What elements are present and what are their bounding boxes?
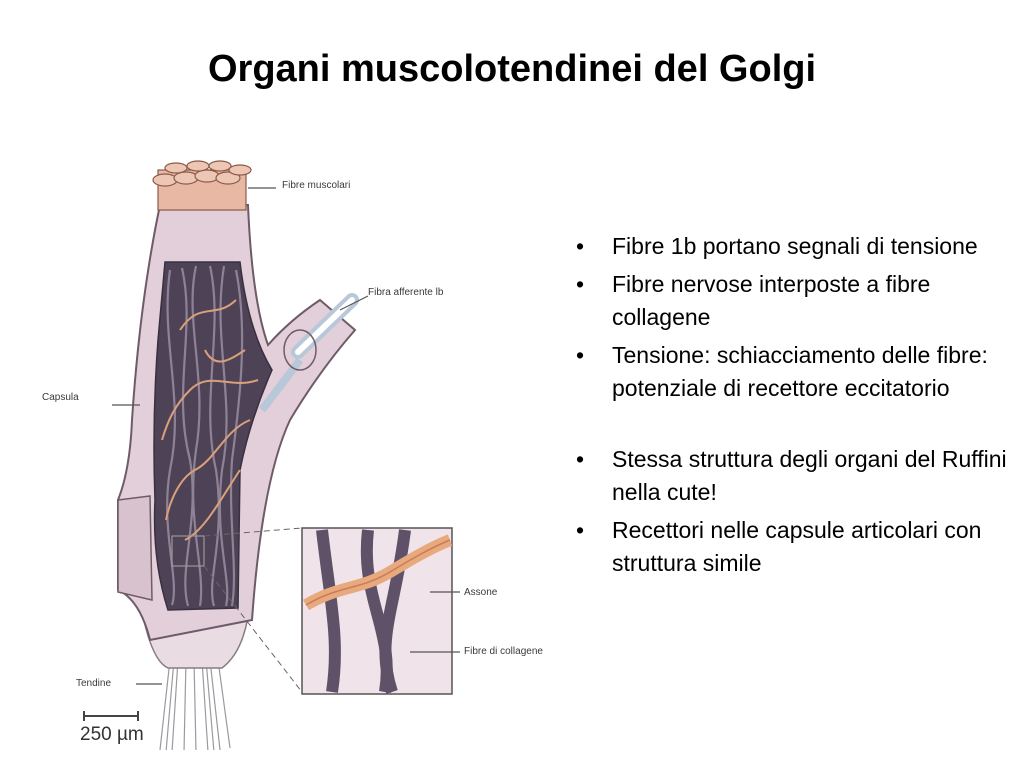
tendon-fibers — [159, 659, 231, 750]
label-afferent-fiber: Fibra afferente lb — [368, 287, 444, 298]
golgi-tendon-organ-diagram — [83, 160, 460, 750]
label-capsule: Capsula — [42, 392, 79, 403]
leader-lines — [112, 187, 460, 685]
bullet-list: Fibre 1b portano segnali di tensione Fib… — [576, 230, 1016, 585]
bullet-item: Recettori nelle capsule articolari con s… — [576, 514, 1016, 580]
page-title: Organi muscolotendinei del Golgi — [207, 48, 817, 90]
label-axon: Assone — [464, 587, 498, 598]
bullet-item: Stessa struttura degli organi del Ruffin… — [576, 443, 1016, 509]
magnification-region — [171, 535, 205, 567]
capsule-flap — [117, 495, 153, 601]
axon-branches — [161, 299, 259, 541]
muscle-fibers — [152, 160, 252, 211]
magnification-lines — [203, 527, 303, 693]
label-muscle-fibers: Fibre muscolari — [282, 180, 351, 191]
bullet-item: Fibre 1b portano segnali di tensione — [576, 230, 1016, 263]
bullet-item: Tensione: schiacciamento delle fibre: po… — [576, 339, 1016, 405]
scale-bar-label: 250 µm — [80, 724, 144, 745]
scale-bar — [83, 711, 139, 721]
label-collagen-fibers: Fibre di collagene — [464, 646, 543, 657]
bullet-item: Fibre nervose interposte a fibre collage… — [576, 268, 1016, 334]
magnified-inset — [301, 527, 453, 695]
label-tendon: Tendine — [76, 678, 112, 689]
